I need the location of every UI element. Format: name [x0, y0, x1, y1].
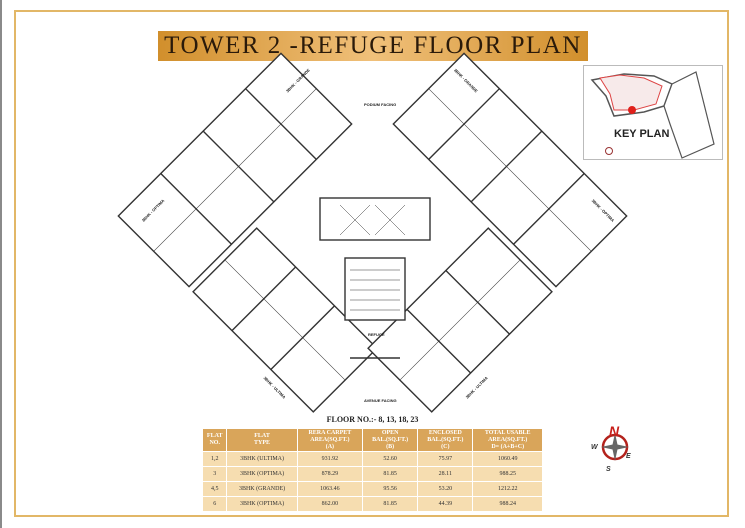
- compass-east: E: [626, 453, 631, 460]
- column-header-line: D= (A+B+C): [491, 443, 525, 450]
- table-cell: 44.39: [418, 497, 473, 511]
- tower-marker: [628, 106, 636, 114]
- table-cell: 95.56: [363, 482, 418, 496]
- column-header-line: BAL.(SQ.FT.): [372, 436, 409, 443]
- table-cell: 878.29: [297, 467, 363, 481]
- core-top: [319, 197, 431, 241]
- table-cell: 988.25: [473, 467, 542, 481]
- table-cell: 931.92: [297, 452, 363, 466]
- table-cell: 3BHK (OPTIMA): [227, 497, 297, 511]
- table-cell: 81.85: [363, 467, 418, 481]
- compass-north: N: [609, 423, 620, 439]
- table-cell: 6: [203, 497, 227, 511]
- column-header-line: FLAT: [254, 433, 270, 439]
- wing-top-right: [392, 52, 628, 288]
- key-plan-map: [590, 71, 715, 159]
- page-edge: [0, 0, 2, 528]
- table-cell: 75.97: [418, 452, 473, 466]
- table-cell: 52.60: [363, 452, 418, 466]
- wing-top-left: [117, 52, 353, 288]
- page-title: TOWER 2 -REFUGE FLOOR PLAN: [158, 31, 588, 61]
- key-plan: KEY PLAN: [583, 65, 723, 160]
- column-header-line: AREA(SQ.FT.): [310, 436, 350, 443]
- compass-west: W: [591, 444, 598, 451]
- core-stair: [344, 257, 406, 321]
- column-header-line: (B): [386, 443, 395, 450]
- refuge-label: REFUGE: [368, 332, 385, 337]
- table-cell: 1063.46: [297, 482, 363, 496]
- wing-bottom-right: [367, 227, 553, 413]
- wing-bottom-left: [192, 227, 378, 413]
- compass-south: S: [606, 466, 611, 473]
- table-cell: 3BHK (GRANDE): [227, 482, 297, 496]
- table-cell: 3BHK (OPTIMA): [227, 467, 297, 481]
- column-header-line: FLAT: [206, 433, 223, 439]
- floor-numbers: FLOOR NO.:- 8, 13, 18, 23: [326, 415, 419, 424]
- table-cell: 4,5: [203, 482, 227, 496]
- table-cell: 1,2: [203, 452, 227, 466]
- column-header-line: TOTAL USABLE: [484, 429, 531, 436]
- podium-facing-label: PODIUM FACING: [364, 102, 397, 107]
- avenue-facing-label: AVENUE FACING: [364, 398, 397, 403]
- column-header-line: OPEN: [381, 429, 399, 436]
- column-header-line: AREA(SQ.FT.): [488, 436, 528, 443]
- column-header-line: (C): [441, 443, 450, 450]
- table-cell: 3BHK (ULTIMA): [227, 452, 297, 466]
- column-header-line: TYPE: [254, 440, 271, 446]
- column-header-line: RERA CARPET: [308, 429, 352, 436]
- table-cell: 1212.22: [473, 482, 542, 496]
- compass-icon: [601, 433, 629, 461]
- table-cell: 1060.49: [473, 452, 542, 466]
- key-plan-label: KEY PLAN: [614, 128, 670, 140]
- column-header-line: BAL.(SQ.FT.): [427, 436, 464, 443]
- table-cell: 3: [203, 467, 227, 481]
- column-header-line: ENCLOSED: [428, 429, 462, 436]
- column-header-line: (A): [325, 443, 335, 450]
- table-cell: 28.11: [418, 467, 473, 481]
- compass-small-icon: [605, 147, 613, 155]
- gold-frame: [14, 10, 729, 517]
- table-cell: 81.85: [363, 497, 418, 511]
- table-cell: 53.20: [418, 482, 473, 496]
- table-cell: 862.00: [297, 497, 363, 511]
- column-header-line: NO.: [209, 440, 220, 446]
- table-cell: 988.24: [473, 497, 542, 511]
